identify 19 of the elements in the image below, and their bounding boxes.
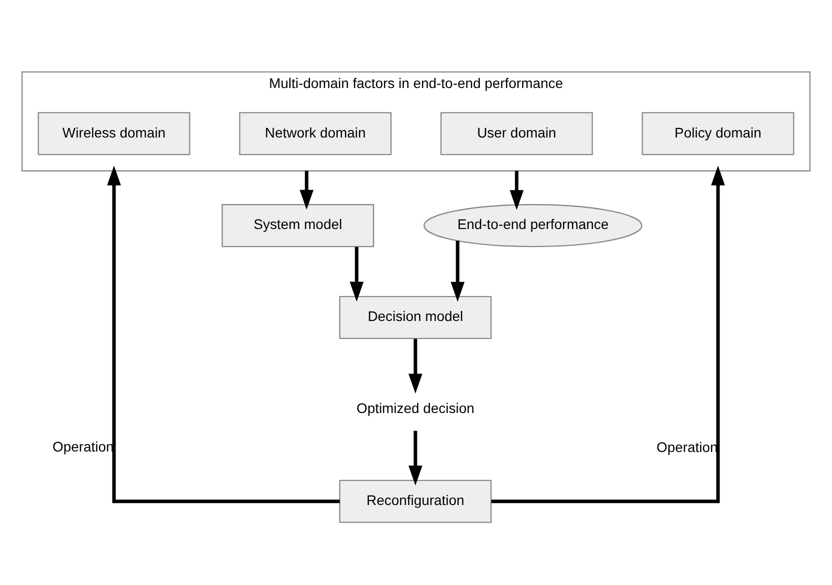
arrow (491, 166, 725, 504)
arrow (408, 338, 422, 394)
node-box: Policy domain (642, 112, 794, 156)
arrow (350, 246, 364, 302)
node-box: Network domain (239, 112, 392, 156)
node-box: Decision model (339, 296, 492, 340)
node-box: Reconfiguration (339, 480, 492, 523)
node-box: System model (222, 204, 374, 248)
node-text: Optimized decision (356, 400, 474, 416)
arrow (510, 170, 524, 210)
node-ellipse: End-to-end performance (424, 204, 642, 248)
edge-label: Operation (52, 438, 114, 454)
arrow (450, 240, 465, 302)
arrow (300, 170, 314, 210)
arrow (408, 430, 422, 486)
node-box: User domain (440, 112, 593, 156)
edge-label: Operation (656, 438, 718, 455)
node-box: Wireless domain (38, 112, 190, 156)
arrow (107, 166, 340, 504)
